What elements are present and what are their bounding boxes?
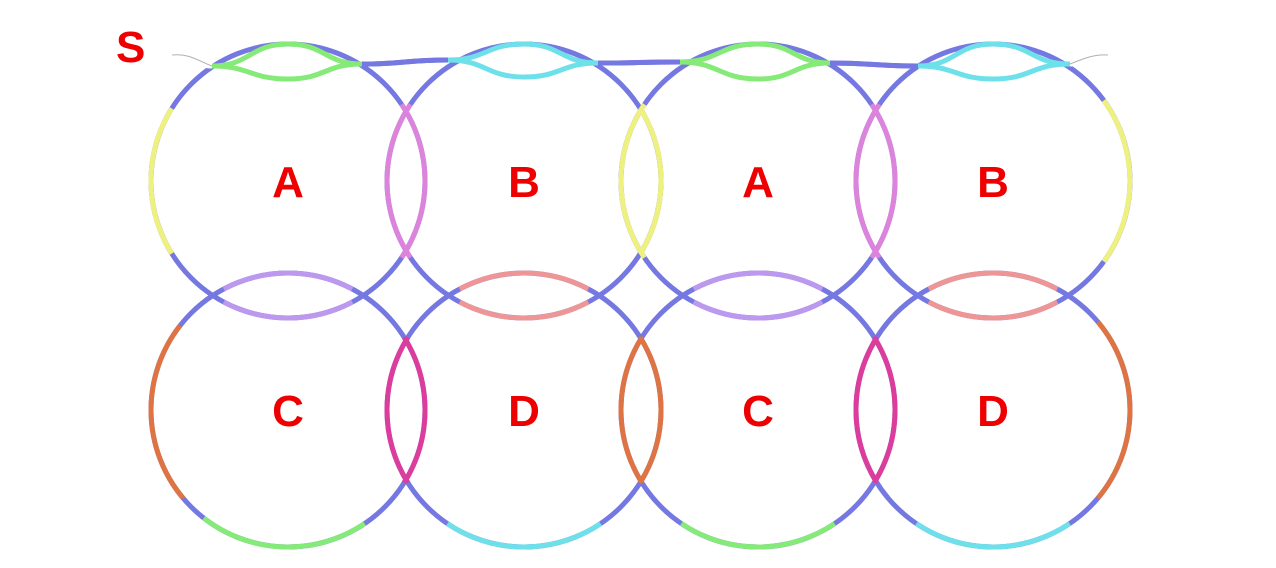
- ring-r2-c2-segment-1: [458, 270, 590, 292]
- ring-r1-c1-segment-2: [399, 103, 428, 259]
- ring-r2-c1-segment-1: [222, 270, 354, 292]
- top-wave-strand: [171, 41, 1109, 82]
- cell-label-r2-c4: D: [977, 387, 1009, 436]
- ring-r2-c3-segment-4: [680, 521, 836, 550]
- ring-r2-c2-segment-4: [446, 521, 602, 550]
- strand-segments: [148, 99, 1133, 550]
- ring-r1-c3-segment-2: [869, 103, 898, 259]
- wave-upper-5: [447, 41, 525, 63]
- wave-lower-3: [361, 57, 449, 67]
- ring-r2-c3-segment-3: [872, 336, 898, 484]
- ring-r1-c4-segment-3: [927, 299, 1059, 321]
- ring-r2-c1-segment-2: [148, 324, 186, 500]
- ring-r1-c3-segment-1: [618, 103, 647, 259]
- ring-r2-c3-segment-2: [618, 336, 644, 484]
- ring-r2-c3-segment-1: [692, 270, 824, 292]
- wave-lower-2: [287, 61, 363, 82]
- ring-r2-c2-segment-3: [638, 336, 664, 484]
- start-label: S: [116, 23, 145, 72]
- ring-r2-c4-segment-4: [915, 521, 1071, 550]
- wave-upper-13: [1069, 52, 1109, 67]
- ring-r1-c1-segment-1: [148, 107, 174, 255]
- ring-r2-c4-segment-1: [927, 270, 1059, 292]
- wave-lower-9: [829, 60, 919, 69]
- ring-r1-c4-segment-2: [1101, 99, 1133, 263]
- labels: S A B A B C D C D: [116, 23, 1009, 436]
- cell-label-r2-c3: C: [742, 387, 774, 436]
- wave-lower-10: [917, 63, 994, 82]
- wave-lower-5: [523, 60, 599, 80]
- ring-r2-c1-segment-4: [202, 516, 366, 550]
- cell-label-r1-c2: B: [508, 158, 540, 207]
- wave-lower-1: [211, 63, 289, 82]
- cell-label-r2-c1: C: [272, 387, 304, 436]
- wave-lower-7: [679, 59, 759, 82]
- wave-lower-8: [757, 60, 831, 82]
- ring-r1-c2-segment-3: [458, 299, 590, 321]
- ring-r2-c4-segment-2: [853, 336, 879, 484]
- cell-label-r1-c4: B: [977, 158, 1009, 207]
- cell-label-r1-c1: A: [272, 158, 304, 207]
- wave-lower-4: [447, 57, 525, 80]
- ring-r2-c2-segment-2: [384, 336, 410, 484]
- wave-upper-1: [171, 52, 213, 69]
- ring-r1-c4-segment-1: [853, 103, 882, 259]
- lead-out-outline: [1069, 54, 1109, 65]
- cell-label-r1-c3: A: [742, 158, 774, 207]
- ring-r1-c1-segment-3: [222, 299, 354, 321]
- wave-upper-8: [679, 41, 759, 65]
- wave-lower-11: [992, 61, 1071, 82]
- strand-base: [148, 41, 1133, 550]
- cell-label-r2-c2: D: [508, 387, 540, 436]
- lead-in-outline: [171, 54, 213, 67]
- ring-r1-c2-segment-1: [384, 103, 413, 259]
- wave-lower-6: [597, 59, 681, 66]
- ring-r1-c2-segment-2: [638, 107, 664, 255]
- ring-r2-c4-segment-3: [1095, 320, 1133, 500]
- ring-r2-c1-segment-3: [402, 336, 428, 484]
- ring-r1-c3-segment-3: [692, 299, 824, 321]
